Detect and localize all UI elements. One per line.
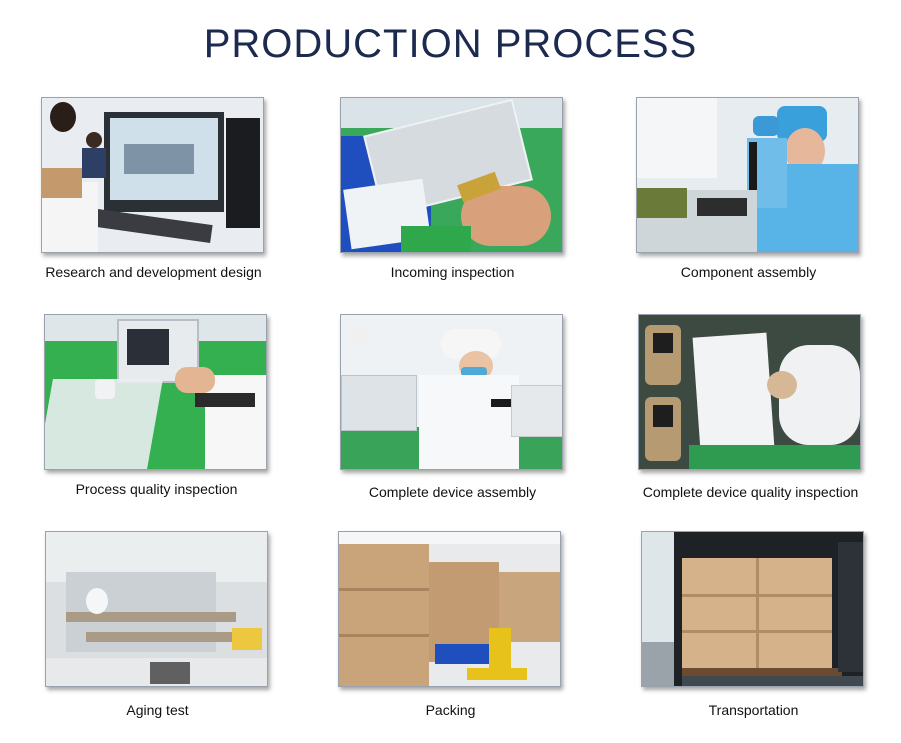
step-label: Complete device quality inspection	[642, 484, 859, 500]
step-label: Aging test	[126, 702, 189, 718]
incoming-inspection-photo	[340, 97, 563, 253]
step-card-complete-device-assembly: Complete device assembly	[340, 314, 565, 500]
step-label: Packing	[425, 702, 476, 718]
step-label: Incoming inspection	[390, 264, 515, 280]
component-assembly-photo	[636, 97, 859, 253]
step-card-incoming-inspection: Incoming inspection	[340, 97, 565, 280]
step-card-rd-design: Research and development design	[41, 97, 266, 280]
step-label: Transportation	[708, 702, 799, 718]
step-card-transportation: Transportation	[641, 531, 866, 718]
step-card-component-assembly: Component assembly	[636, 97, 861, 280]
aging-test-photo	[45, 531, 268, 687]
step-label: Process quality inspection	[75, 481, 238, 497]
packing-photo	[338, 531, 561, 687]
step-label: Complete device assembly	[368, 484, 537, 500]
transportation-photo	[641, 531, 864, 687]
step-card-process-quality-inspection: Process quality inspection	[44, 314, 269, 497]
step-card-packing: Packing	[338, 531, 563, 718]
step-card-aging-test: Aging test	[45, 531, 270, 718]
process-quality-inspection-photo	[44, 314, 267, 470]
page-title: PRODUCTION PROCESS	[203, 22, 698, 66]
step-card-complete-device-quality-inspection: Complete device quality inspection	[638, 314, 863, 500]
step-label: Research and development design	[45, 264, 262, 280]
rd-design-photo	[41, 97, 264, 253]
step-label: Component assembly	[680, 264, 817, 280]
complete-device-quality-inspection-photo	[638, 314, 861, 470]
complete-device-assembly-photo	[340, 314, 563, 470]
